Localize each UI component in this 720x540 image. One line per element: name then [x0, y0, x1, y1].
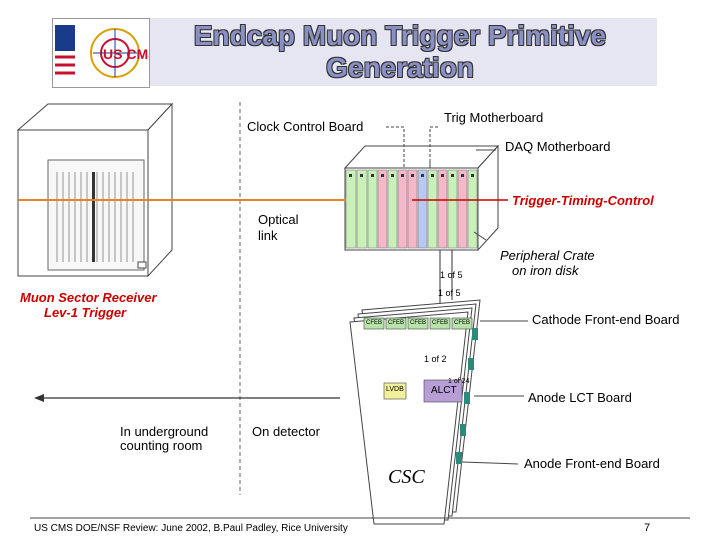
us-cms-logo: US CMS: [52, 18, 150, 88]
cfeb-label-3: CFEB: [410, 320, 427, 326]
one-of-2-label: 1 of 2: [424, 354, 447, 364]
cfeb-row: [363, 317, 473, 330]
cfeb-label-5: CFEB: [454, 320, 471, 326]
csc-label: CSC: [388, 466, 425, 488]
muon-sector-receiver-label-2: Lev-1 Trigger: [44, 305, 127, 320]
one-of-5-label-b: 1 of 5: [438, 288, 461, 298]
one-of-5-label-a: 1 of 5: [440, 270, 463, 280]
lvdb-box: [383, 382, 407, 400]
anode-frontend-board-label: Anode Front-end Board: [524, 456, 660, 471]
optical-link-label-1: Optical: [258, 212, 299, 227]
one-of-24-label: 1 of 24: [448, 378, 470, 385]
trig-motherboard-label: Trig Motherboard: [444, 110, 544, 125]
peripheral-crate-label-1: Peripheral Crate: [500, 248, 595, 263]
anode-lct-board-label: Anode LCT Board: [528, 390, 632, 405]
peripheral-crate: [343, 144, 500, 252]
alct-box: [423, 379, 463, 403]
anode-connectors: [456, 328, 478, 464]
page-title: Endcap Muon Trigger Primitive Generation: [150, 20, 650, 84]
muon-sector-receiver-label-1: Muon Sector Receiver: [20, 290, 157, 305]
daq-motherboard-label: DAQ Motherboard: [505, 139, 611, 154]
underground-label-1: In underground: [120, 424, 209, 439]
cathode-frontend-board-label: Cathode Front-end Board: [532, 312, 680, 327]
on-detector-label: On detector: [252, 424, 320, 439]
cfeb-label-2: CFEB: [388, 320, 405, 326]
cfeb-label-4: CFEB: [432, 320, 449, 326]
logo-text: US CMS: [103, 46, 149, 62]
sector-receiver-rack: [16, 102, 174, 278]
lvdb-label: LVDB: [386, 386, 404, 393]
trigger-timing-control-label: Trigger-Timing-Control: [512, 193, 654, 208]
underground-label-2: counting room: [120, 438, 203, 453]
alct-label: ALCT: [431, 385, 457, 396]
clock-control-board-label: Clock Control Board: [247, 119, 364, 134]
csc-chamber: [349, 299, 481, 525]
page-number: 7: [644, 522, 651, 534]
title-line-2: Generation: [326, 52, 474, 83]
title-line-1: Endcap Muon Trigger Primitive: [193, 20, 607, 51]
title-band: [52, 18, 657, 86]
optical-link-label-2: link: [258, 228, 278, 243]
footer-text: US CMS DOE/NSF Review: June 2002, B.Paul…: [34, 523, 348, 534]
cfeb-label-1: CFEB: [366, 320, 383, 326]
peripheral-crate-label-2: on iron disk: [512, 263, 579, 278]
